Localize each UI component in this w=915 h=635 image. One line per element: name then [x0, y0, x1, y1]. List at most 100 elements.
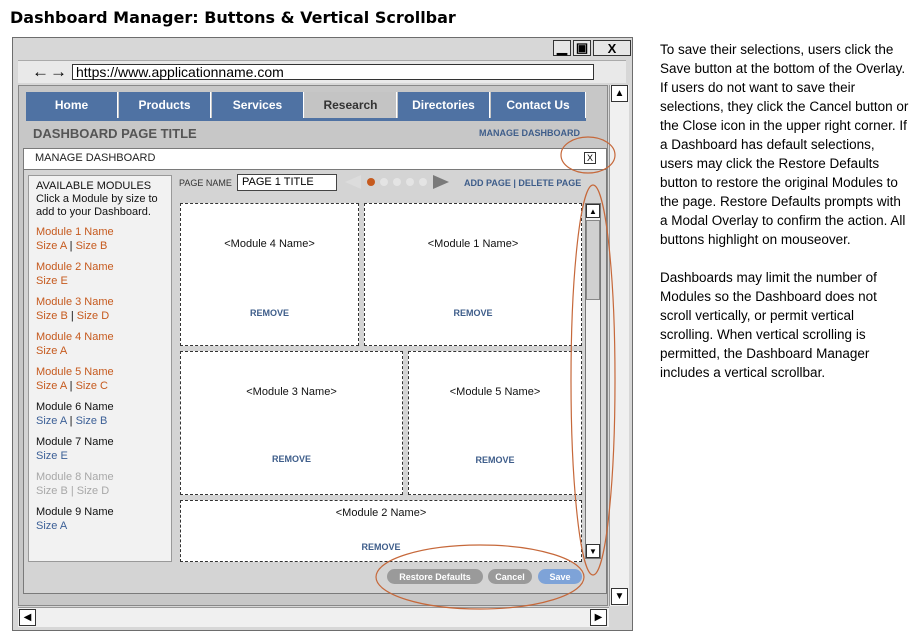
remove-module-link[interactable]: REMOVE	[475, 455, 515, 465]
module-size-options: Size A	[36, 345, 67, 357]
module-name: <Module 3 Name>	[246, 386, 337, 398]
tab-products[interactable]: Products	[119, 92, 211, 118]
module-card[interactable]: <Module 1 Name> REMOVE	[364, 203, 582, 346]
module-size-link[interactable]: Size A	[36, 240, 67, 252]
page-title: DASHBOARD PAGE TITLE	[33, 126, 197, 141]
tab-label: Research	[323, 98, 378, 112]
module-size-link[interactable]: Size A	[36, 380, 67, 392]
module-card[interactable]: <Module 2 Name> REMOVE	[180, 500, 582, 562]
scroll-down-icon[interactable]: ▼	[586, 544, 600, 558]
module-name: <Module 5 Name>	[449, 386, 541, 398]
cancel-button[interactable]: Cancel	[488, 569, 532, 584]
scroll-right-icon[interactable]: ▶	[590, 609, 607, 626]
page-dot-active[interactable]	[367, 178, 375, 186]
module-list-item-name: Module 5 Name	[36, 366, 114, 378]
tab-contact-us[interactable]: Contact Us	[491, 92, 586, 118]
remove-module-link[interactable]: REMOVE	[249, 308, 289, 318]
back-arrow-icon[interactable]: ←	[32, 62, 49, 81]
tab-home[interactable]: Home	[26, 92, 118, 118]
size-separator: |	[67, 310, 77, 322]
window-close-button[interactable]: X	[593, 40, 631, 56]
maximize-icon: ▣	[575, 40, 589, 55]
page-name-label: PAGE NAME	[179, 178, 232, 188]
module-card[interactable]: <Module 5 Name> REMOVE	[408, 351, 582, 495]
dashboard-module-area: <Module 4 Name> REMOVE <Module 1 Name> R…	[176, 197, 583, 563]
scroll-up-icon[interactable]: ▲	[611, 85, 628, 102]
module-size-link[interactable]: Size A	[36, 415, 67, 427]
page-horizontal-scrollbar[interactable]: ◀ ▶	[18, 607, 609, 627]
module-size-link[interactable]: Size A	[36, 520, 68, 532]
module-size-link[interactable]: Size E	[36, 450, 68, 462]
forward-arrow-icon[interactable]: →	[50, 62, 67, 81]
prev-page-icon[interactable]	[345, 175, 361, 189]
module-list-item-name: Module 1 Name	[36, 226, 114, 238]
page-dot[interactable]	[419, 178, 427, 186]
overlay-title: MANAGE DASHBOARD	[35, 152, 156, 164]
module-size-options: Size B | Size D	[36, 310, 109, 322]
available-modules-hint: Click a Module by size to	[36, 193, 158, 205]
minimize-button[interactable]: ▁	[553, 40, 571, 56]
module-size-link[interactable]: Size E	[36, 275, 68, 287]
manage-dashboard-link[interactable]: MANAGE DASHBOARD	[479, 128, 580, 138]
overlay-close-button[interactable]: X	[584, 152, 596, 164]
module-size-options: Size A | Size C	[36, 380, 108, 392]
available-modules-panel	[28, 175, 172, 562]
page-pager	[345, 175, 449, 189]
module-name: <Module 2 Name>	[335, 507, 427, 519]
module-list-item-name: Module 3 Name	[36, 296, 114, 308]
page-dot[interactable]	[406, 178, 414, 186]
tab-label: Home	[54, 98, 89, 112]
page-dot[interactable]	[380, 178, 388, 186]
annotation-text: To save their selections, users click th…	[660, 40, 910, 401]
page-name-input[interactable]: PAGE 1 TITLE	[237, 174, 337, 191]
scroll-down-icon[interactable]: ▼	[611, 588, 628, 605]
remove-module-link[interactable]: REMOVE	[361, 542, 401, 552]
module-size-link[interactable]: Size B	[75, 415, 108, 427]
module-size-options: Size A | Size B	[36, 240, 107, 252]
close-icon: X	[607, 40, 617, 56]
page-dot[interactable]	[393, 178, 401, 186]
tab-label: Products	[138, 98, 191, 112]
module-list-item-name: Module 4 Name	[36, 331, 114, 343]
module-name: <Module 1 Name>	[427, 238, 519, 250]
module-size-options: Size E	[36, 450, 68, 462]
module-size-link[interactable]: Size B	[75, 240, 108, 252]
module-size-options: Size B | Size D	[36, 485, 109, 497]
module-size-link: Size D	[76, 485, 110, 497]
page-vertical-scrollbar[interactable]: ▲ ▼	[609, 85, 629, 606]
tab-underline	[26, 118, 586, 121]
module-list-item-name: Module 9 Name	[36, 506, 114, 518]
module-list-item-name: Module 8 Name	[36, 471, 114, 483]
remove-module-link[interactable]: REMOVE	[271, 454, 311, 464]
tab-label: Directories	[412, 98, 475, 112]
module-size-link[interactable]: Size A	[36, 345, 68, 357]
add-delete-page-links[interactable]: ADD PAGE | DELETE PAGE	[464, 178, 582, 188]
maximize-button[interactable]: ▣	[573, 40, 591, 56]
restore-defaults-button[interactable]: Restore Defaults	[387, 569, 483, 584]
size-separator: |	[66, 380, 76, 392]
size-separator: |	[66, 415, 76, 427]
save-button[interactable]: Save	[538, 569, 582, 584]
module-card[interactable]: <Module 4 Name> REMOVE	[180, 203, 359, 346]
tab-directories[interactable]: Directories	[398, 92, 490, 118]
tab-services[interactable]: Services	[212, 92, 304, 118]
scrollbar-thumb[interactable]	[586, 220, 600, 300]
scroll-up-icon[interactable]: ▲	[586, 204, 600, 218]
module-size-link[interactable]: Size D	[76, 310, 110, 322]
module-list-item-name: Module 7 Name	[36, 436, 114, 448]
close-icon: X	[586, 153, 593, 163]
next-page-icon[interactable]	[433, 175, 449, 189]
module-name: <Module 4 Name>	[224, 238, 315, 250]
module-size-link[interactable]: Size B	[36, 310, 68, 322]
module-size-options: Size A | Size B	[36, 415, 107, 427]
available-modules-hint: add to your Dashboard.	[36, 206, 151, 218]
tab-research[interactable]: Research	[305, 92, 397, 118]
module-size-link[interactable]: Size C	[75, 380, 108, 392]
module-size-link: Size B	[36, 485, 68, 497]
remove-module-link[interactable]: REMOVE	[453, 308, 493, 318]
module-size-options: Size A	[36, 520, 67, 532]
minimize-icon: ▁	[557, 40, 567, 55]
url-input[interactable]: https://www.applicationname.com	[72, 64, 594, 80]
module-card[interactable]: <Module 3 Name> REMOVE	[180, 351, 403, 495]
scroll-left-icon[interactable]: ◀	[19, 609, 36, 626]
